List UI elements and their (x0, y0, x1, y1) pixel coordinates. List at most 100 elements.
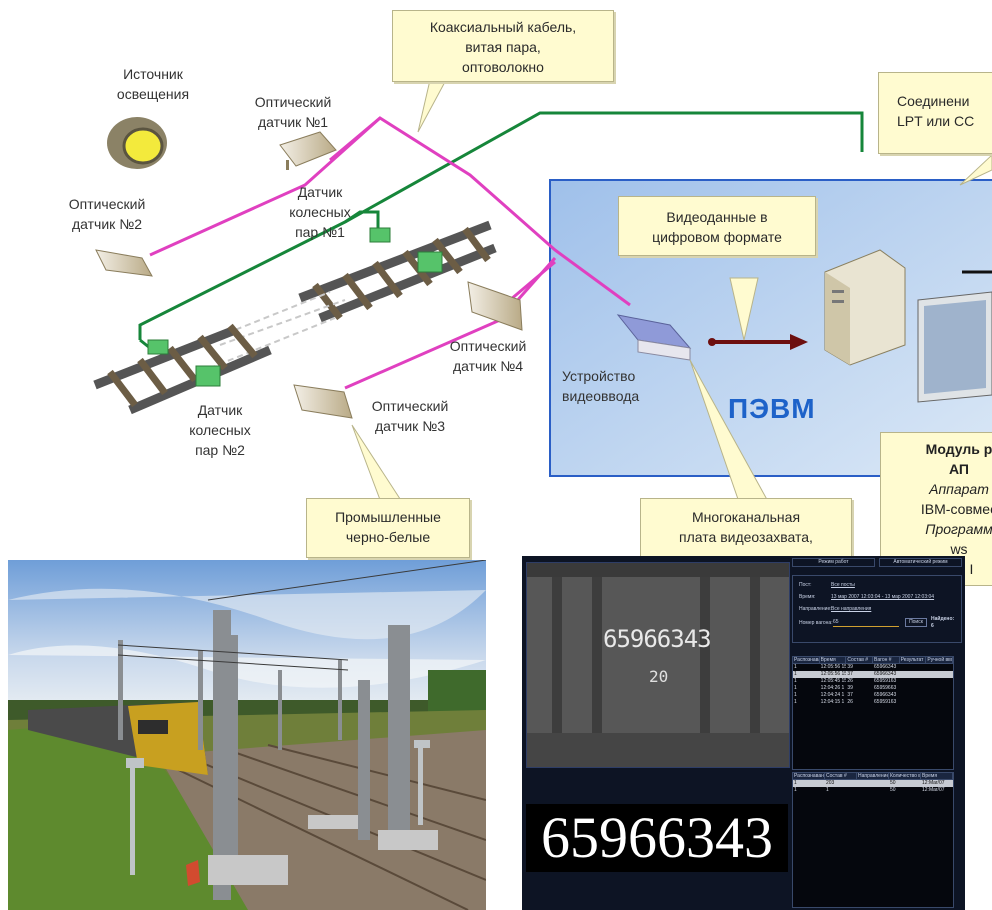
camera-view: 65966343 20 (526, 562, 790, 768)
label-sensor-4: Оптический датчик №4 (449, 338, 527, 374)
table-cell: 65959163 (874, 678, 897, 684)
light-source-icon (107, 117, 167, 169)
table-cell: 65959663 (874, 685, 897, 691)
table-cell (926, 685, 953, 692)
wheel-sensor-2a (147, 339, 169, 355)
wheel-sensor-1b (417, 251, 443, 273)
table-cell: 12:04:26 1 (820, 685, 845, 691)
table-cell (926, 692, 953, 699)
table-cell: 50 (890, 780, 896, 786)
table-cell: 12:04:15 1 (820, 699, 845, 705)
column-header[interactable]: Распознавание (794, 773, 825, 779)
table-cell: 37 (847, 671, 853, 677)
callout-connection: Соединени LPT или СС (878, 72, 992, 154)
callout-cable: Коаксиальный кабель, витая пара, оптовол… (392, 10, 614, 82)
track-upper (298, 220, 497, 323)
optical-sensor-3-icon (293, 384, 353, 419)
track-lower (93, 323, 272, 415)
table-cell: 65959163 (874, 699, 897, 705)
column-header[interactable]: Время (921, 773, 953, 779)
tab-auto[interactable]: Автоматический режим (879, 558, 962, 567)
direction-link[interactable]: Все направления (831, 606, 872, 612)
right-panel: Режим работ Автоматический режим Пост: В… (792, 558, 962, 908)
column-header[interactable]: Состав # (825, 773, 857, 779)
table-cell: 12:Mar/07 (922, 787, 945, 793)
table-cell: 1 (794, 692, 797, 698)
table-cell: 1 (794, 685, 797, 691)
pink-cable-top (149, 116, 631, 307)
results-table-header: РаспознаваниеВремяСостав #Вагон #Результ… (793, 657, 954, 664)
optical-sensor-2-icon (95, 249, 153, 277)
label-sensor-1: Оптический датчик №1 (254, 94, 332, 130)
wagon-number-on-car: 65966343 (603, 625, 712, 653)
table-cell: 203 (826, 780, 835, 786)
column-header[interactable]: Вагон # (873, 657, 900, 663)
trains-table-header: РаспознаваниеСостав #НаправлениеКоличест… (793, 773, 953, 780)
table-cell (900, 699, 927, 706)
table-cell: 12:05:45 153 (820, 678, 847, 684)
column-header[interactable]: Количество вагонов (890, 773, 921, 779)
table-cell (857, 787, 889, 794)
table-cell: 39 (847, 685, 853, 691)
green-cable (138, 111, 864, 340)
label-sensor-3: Оптический датчик №3 (371, 398, 449, 434)
wheel-sensor-1a (369, 227, 391, 243)
callout-capture-board: Многоканальная плата видеозахвата, (640, 498, 852, 558)
table-cell: 1 (794, 678, 797, 684)
tab-mode[interactable]: Режим работ (792, 558, 875, 567)
computer-icon (824, 249, 992, 403)
search-button[interactable]: Поиск (905, 618, 927, 627)
table-cell: 1 (794, 664, 797, 670)
table-cell: 26 (847, 678, 853, 684)
trains-table: РаспознаваниеСостав #НаправлениеКоличест… (792, 772, 954, 908)
recognized-number: 65966343 (526, 804, 788, 872)
tabs: Режим работ Автоматический режим (792, 558, 962, 567)
label-video-input: Устройство видеоввода (562, 368, 640, 404)
table-cell (926, 678, 953, 685)
table-cell (900, 678, 927, 685)
table-cell: 12:05:56 153 (820, 664, 847, 670)
label-sensor-2: Оптический датчик №2 (68, 196, 146, 232)
time-link[interactable]: 13 мар 2007 12:03:04 - 13 мар 2007 12:03… (831, 594, 935, 600)
table-cell: 65966343 (874, 692, 897, 698)
table-cell: 1 (794, 787, 797, 793)
post-link[interactable]: Все посты (831, 582, 855, 588)
results-table: РаспознаваниеВремяСостав #Вагон #Результ… (792, 656, 954, 770)
label-wheel-1: Датчик колесных пар №1 (289, 184, 351, 240)
table-cell: 1 (826, 787, 829, 793)
callout-industrial-cams: Промышленные черно-белые (306, 498, 470, 558)
optical-sensor-1-icon (279, 131, 337, 170)
table-cell (900, 692, 927, 699)
column-header[interactable]: Время (820, 657, 847, 663)
column-header[interactable]: Направление (858, 773, 889, 779)
table-cell: 39 (847, 664, 853, 670)
table-row[interactable]: 1 12:05:45 15326 65959163 (793, 678, 953, 685)
column-header[interactable]: Результат (900, 657, 927, 663)
table-cell (926, 664, 953, 671)
table-cell (900, 685, 927, 692)
wagon-number-input[interactable]: 65 (833, 619, 899, 627)
railway-photo (8, 560, 486, 910)
column-header[interactable]: Распознавание (794, 657, 820, 663)
results-table-body: 112:05:56 1533965966343112:05:56 1533765… (793, 664, 953, 706)
table-row[interactable]: 112:05:56 1533765966343 (793, 671, 953, 678)
column-header[interactable]: Ручной ввод (926, 657, 954, 663)
railway-recognition-diagram: Коаксиальный кабель, витая пара, оптовол… (68, 10, 992, 586)
table-cell (926, 699, 953, 706)
pink-cable-s4 (509, 260, 556, 302)
table-cell (926, 671, 953, 678)
table-cell: 1 (794, 699, 797, 705)
table-cell (857, 780, 889, 787)
table-row[interactable]: 112:05:56 1533965966343 (793, 664, 953, 671)
column-header[interactable]: Состав # (846, 657, 874, 663)
table-cell: 12:Mar/07 (922, 780, 945, 786)
table-cell (900, 671, 927, 678)
label-wheel-2: Датчик колесных пар №2 (189, 402, 251, 458)
table-cell: 12:05:56 153 (820, 671, 847, 677)
